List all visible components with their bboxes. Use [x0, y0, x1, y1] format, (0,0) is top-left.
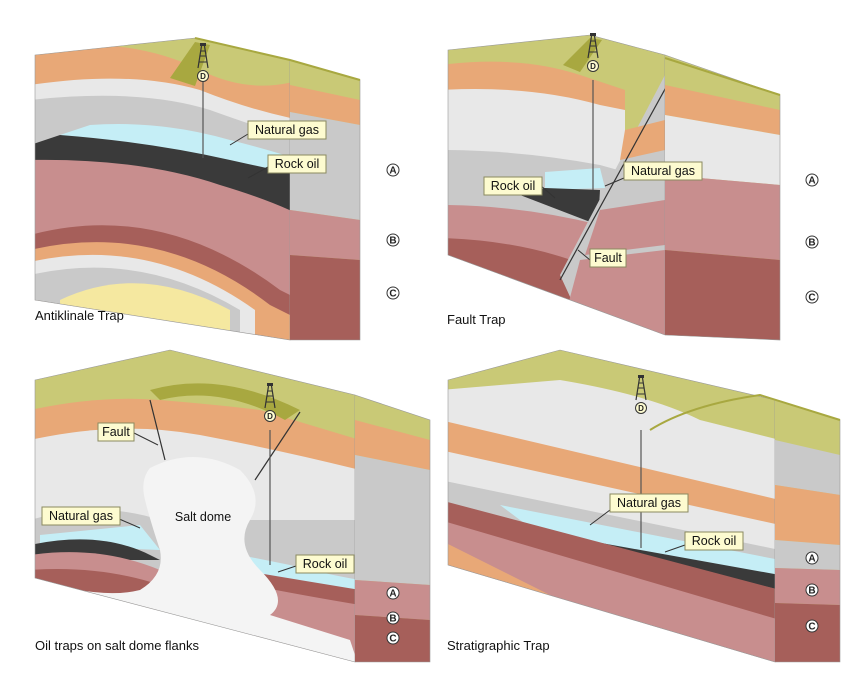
panel-caption: Antiklinale Trap: [35, 308, 124, 323]
svg-text:C: C: [389, 634, 396, 645]
derrick-label: D: [200, 72, 206, 81]
stratigraphic-panel: D Natural gas Rock oil A B C Stratigraph…: [447, 349, 841, 663]
natural-gas-label: Natural gas: [631, 164, 695, 178]
layer-c-marker: [805, 290, 819, 304]
svg-text:B: B: [808, 238, 815, 249]
svg-text:B: B: [808, 586, 815, 597]
layer-c-marker: [805, 619, 819, 633]
natural-gas-label: Natural gas: [49, 509, 113, 523]
rock-oil-label: Rock oil: [303, 557, 347, 571]
fault-label: Fault: [102, 425, 130, 439]
layer-b-marker: [386, 233, 400, 247]
svg-text:A: A: [389, 589, 396, 600]
layer-a-marker: [805, 173, 819, 187]
fault-label: Fault: [594, 251, 622, 265]
svg-text:A: A: [389, 166, 396, 177]
layer-a-marker: [805, 551, 819, 565]
fault-panel: D Rock oil Natural gas Fault A B C Fault…: [447, 32, 819, 341]
anticline-panel: D Natural gas Rock oil A B C Antiklinale…: [34, 37, 400, 341]
rock-oil-label: Rock oil: [275, 157, 319, 171]
derrick-label: D: [267, 412, 273, 421]
derrick-label: D: [590, 62, 596, 71]
panel-caption: Fault Trap: [447, 312, 506, 327]
layer-b-marker: [805, 583, 819, 597]
salt-dome-panel: D Fault Natural gas Salt dome Rock oil A…: [34, 349, 431, 663]
panel-caption: Stratigraphic Trap: [447, 638, 550, 653]
svg-text:C: C: [808, 622, 815, 633]
natural-gas-label: Natural gas: [617, 496, 681, 510]
rock-oil-label: Rock oil: [491, 179, 535, 193]
layer-b-marker: [805, 235, 819, 249]
layer-a-marker: [386, 586, 400, 600]
svg-text:B: B: [389, 614, 396, 625]
svg-text:A: A: [808, 554, 815, 565]
svg-text:C: C: [808, 293, 815, 304]
svg-text:B: B: [389, 236, 396, 247]
svg-text:C: C: [389, 289, 396, 300]
layer-c-marker: [386, 631, 400, 645]
layer-b-marker: [386, 611, 400, 625]
salt-dome-label: Salt dome: [175, 510, 231, 524]
derrick-label: D: [638, 404, 644, 413]
rock-oil-label: Rock oil: [692, 534, 736, 548]
layer-c-marker: [386, 286, 400, 300]
panel-caption: Oil traps on salt dome flanks: [35, 638, 200, 653]
svg-text:A: A: [808, 176, 815, 187]
natural-gas-label: Natural gas: [255, 123, 319, 137]
layer-a-marker: [386, 163, 400, 177]
